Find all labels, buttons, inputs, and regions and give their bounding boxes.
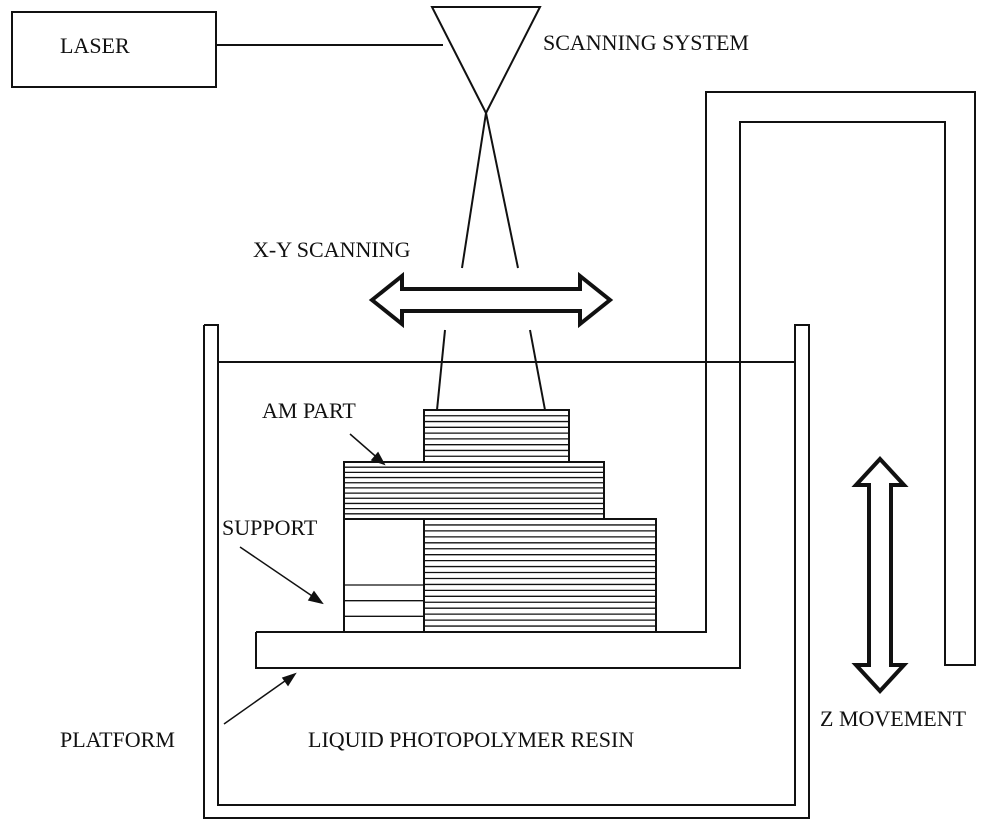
scanning-system-cone bbox=[430, 6, 542, 116]
xy-scanning-arrow bbox=[368, 271, 614, 329]
z-movement-label: Z MOVEMENT bbox=[820, 706, 967, 731]
scanning-system-label: SCANNING SYSTEM bbox=[543, 30, 749, 55]
beam-left-upper bbox=[461, 112, 487, 269]
platform-pointer-head bbox=[281, 672, 297, 687]
platform-label: PLATFORM bbox=[60, 727, 175, 752]
z-movement-arrow bbox=[851, 456, 909, 694]
platform-pointer bbox=[223, 675, 293, 725]
laser-box bbox=[11, 11, 217, 88]
am-part-pointer-head bbox=[370, 451, 386, 466]
resin-label: LIQUID PHOTOPOLYMER RESIN bbox=[308, 727, 634, 752]
beam-right-upper bbox=[485, 112, 519, 269]
part-tier-top bbox=[423, 409, 570, 463]
platform-elevator bbox=[255, 91, 976, 669]
support-structure bbox=[343, 518, 425, 633]
support-label: SUPPORT bbox=[222, 515, 318, 540]
resin-vat bbox=[203, 324, 810, 819]
beam-left-lower bbox=[436, 329, 446, 411]
xy-scanning-label: X-Y SCANNING bbox=[253, 237, 411, 262]
support-pointer-head bbox=[307, 590, 324, 605]
support-pointer bbox=[239, 546, 319, 601]
part-tier-upper bbox=[343, 461, 605, 520]
am-part-label: AM PART bbox=[262, 398, 356, 423]
beam-right-lower bbox=[529, 329, 546, 411]
part-layer-lines bbox=[344, 415, 656, 627]
part-tier-lower bbox=[423, 518, 657, 633]
laser-label: LASER bbox=[60, 33, 130, 58]
